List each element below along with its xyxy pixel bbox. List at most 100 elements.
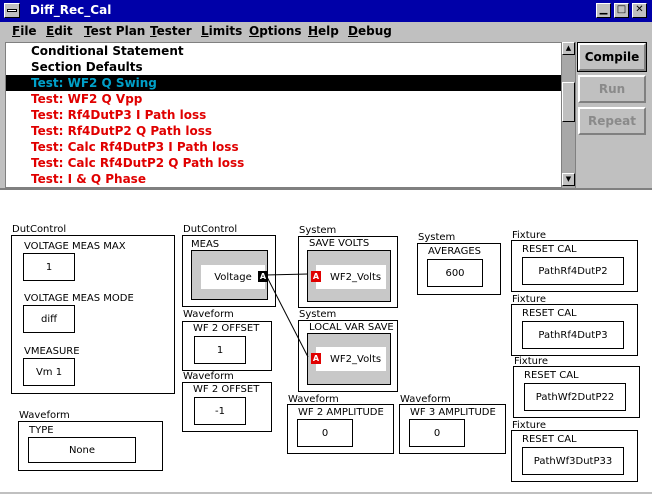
fixture-reset-cal-block[interactable]: RESET CAL PathWf3DutP33 [511,430,638,482]
system-menu-icon [7,9,17,12]
menu-options[interactable]: Options [249,24,302,38]
dutcontrol-block[interactable]: VOLTAGE MEAS MAX 1 VOLTAGE MEAS MODE dif… [11,235,175,394]
waveform-type-field[interactable]: None [28,437,136,463]
block-category: Waveform [183,371,234,382]
block-category: System [299,225,337,236]
input-port[interactable]: A [311,271,321,282]
system-menu-button[interactable] [4,3,20,18]
list-item-selected[interactable]: Test: WF2 Q Swing [6,75,562,91]
averages-block[interactable]: AVERAGES 600 [417,243,501,295]
field-label: VOLTAGE MEAS MAX [24,241,126,252]
test-list[interactable]: Conditional Statement Section Defaults T… [5,42,576,188]
reset-cal-field[interactable]: PathWf3DutP33 [522,447,624,475]
menu-test-plan[interactable]: Test Plan [84,24,146,38]
close-button[interactable]: ✕ [632,3,647,18]
input-port[interactable]: A [311,353,321,364]
block-category: System [299,309,337,320]
maximize-icon: □ [616,4,627,15]
wf2-offset-block[interactable]: WF 2 OFFSET 1 [182,321,272,371]
field-label: WF 2 OFFSET [193,323,260,334]
block-category: Fixture [512,230,547,241]
field-label: RESET CAL [522,244,577,255]
field-label: RESET CAL [524,370,579,381]
list-item[interactable]: Conditional Statement [31,44,184,58]
local-var-save-value: WF2_Volts [316,347,386,371]
wf3-amplitude-block[interactable]: WF 3 AMPLITUDE 0 [399,404,506,454]
reset-cal-field[interactable]: PathRf4DutP2 [522,257,624,285]
maximize-button[interactable]: □ [614,3,629,18]
save-volts-block[interactable]: SAVE VOLTS WF2_Volts A [298,236,398,308]
list-item[interactable]: Test: WF2 Q Vpp [31,92,143,106]
field-label: VOLTAGE MEAS MODE [24,293,134,304]
field-label: RESET CAL [522,308,577,319]
list-item[interactable]: Section Defaults [31,60,143,74]
fixture-reset-cal-block[interactable]: RESET CAL PathWf2DutP22 [513,366,640,418]
field-label: RESET CAL [522,434,577,445]
block-category: Waveform [183,309,234,320]
menu-help[interactable]: Help [308,24,339,38]
connection-wires [265,273,309,358]
repeat-button[interactable]: Repeat [578,107,646,135]
minimize-icon: ▁ [599,4,608,15]
close-icon: ✕ [635,4,644,15]
wf2-offset-field[interactable]: 1 [194,336,246,364]
wf2-offset-field[interactable]: -1 [194,397,246,425]
menu-file[interactable]: File [12,24,37,38]
field-label: LOCAL VAR SAVE [309,322,394,333]
block-category: Fixture [512,294,547,305]
minimize-button[interactable]: ▁ [596,3,611,18]
block-category: Fixture [514,356,549,367]
fixture-reset-cal-block[interactable]: RESET CAL PathRf4DutP3 [511,304,638,356]
block-category: Fixture [512,420,547,431]
voltage-meas-max-field[interactable]: 1 [23,253,75,281]
wf3-amplitude-field[interactable]: 0 [409,419,465,447]
window-title: Diff_Rec_Cal [30,3,112,17]
block-category: DutControl [183,224,238,235]
output-port[interactable]: A [258,271,268,282]
fixture-reset-cal-block[interactable]: RESET CAL PathRf4DutP2 [511,240,638,292]
scroll-up-icon[interactable]: ▲ [562,42,575,55]
test-canvas: DutControl VOLTAGE MEAS MAX 1 VOLTAGE ME… [0,188,652,492]
list-item[interactable]: Test: I & Q Phase [31,172,146,186]
scroll-down-icon[interactable]: ▼ [562,173,575,186]
title-bar: Diff_Rec_Cal ▁ □ ✕ [0,0,652,22]
scroll-thumb[interactable] [562,82,575,122]
compile-button[interactable]: Compile [577,42,647,72]
reset-cal-field[interactable]: PathWf2DutP22 [524,383,626,411]
wf2-amplitude-field[interactable]: 0 [297,419,353,447]
field-label: MEAS [191,239,220,250]
field-label: WF 2 OFFSET [193,384,260,395]
vmeasure-field[interactable]: Vm 1 [23,358,75,386]
field-label: WF 2 AMPLITUDE [298,407,384,418]
local-var-save-inner: WF2_Volts A [307,333,391,385]
block-category: System [418,232,456,243]
averages-field[interactable]: 600 [427,259,483,287]
list-item[interactable]: Test: Calc Rf4DutP3 I Path loss [31,140,239,154]
list-item[interactable]: Test: Calc Rf4DutP2 Q Path loss [31,156,245,170]
list-item[interactable]: Test: Rf4DutP2 Q Path loss [31,124,213,138]
menu-edit[interactable]: Edit [46,24,73,38]
save-volts-value: WF2_Volts [316,265,386,289]
run-button[interactable]: Run [578,75,646,103]
menu-debug[interactable]: Debug [348,24,392,38]
block-category: DutControl [12,224,67,235]
wf2-offset-block[interactable]: WF 2 OFFSET -1 [182,382,272,432]
field-label: SAVE VOLTS [309,238,370,249]
wire-save-volts [265,273,309,276]
local-var-save-block[interactable]: LOCAL VAR SAVE WF2_Volts A [298,320,398,392]
wire-local-var-save [265,274,309,358]
menu-tester[interactable]: Tester [150,24,192,38]
block-category: Waveform [288,394,339,405]
meas-value: Voltage [201,265,265,289]
voltage-meas-mode-field[interactable]: diff [23,305,75,333]
menu-bar: File Edit Test Plan Tester Limits Option… [0,22,652,41]
list-scrollbar[interactable]: ▲ ▼ [561,42,575,188]
field-label: TYPE [29,425,54,436]
reset-cal-field[interactable]: PathRf4DutP3 [522,321,624,349]
wf2-amplitude-block[interactable]: WF 2 AMPLITUDE 0 [287,404,394,454]
list-item[interactable]: Test: Rf4DutP3 I Path loss [31,108,207,122]
field-label: AVERAGES [428,246,481,257]
field-label: WF 3 AMPLITUDE [410,407,496,418]
waveform-type-block[interactable]: TYPE None [18,421,163,471]
menu-limits[interactable]: Limits [201,24,243,38]
